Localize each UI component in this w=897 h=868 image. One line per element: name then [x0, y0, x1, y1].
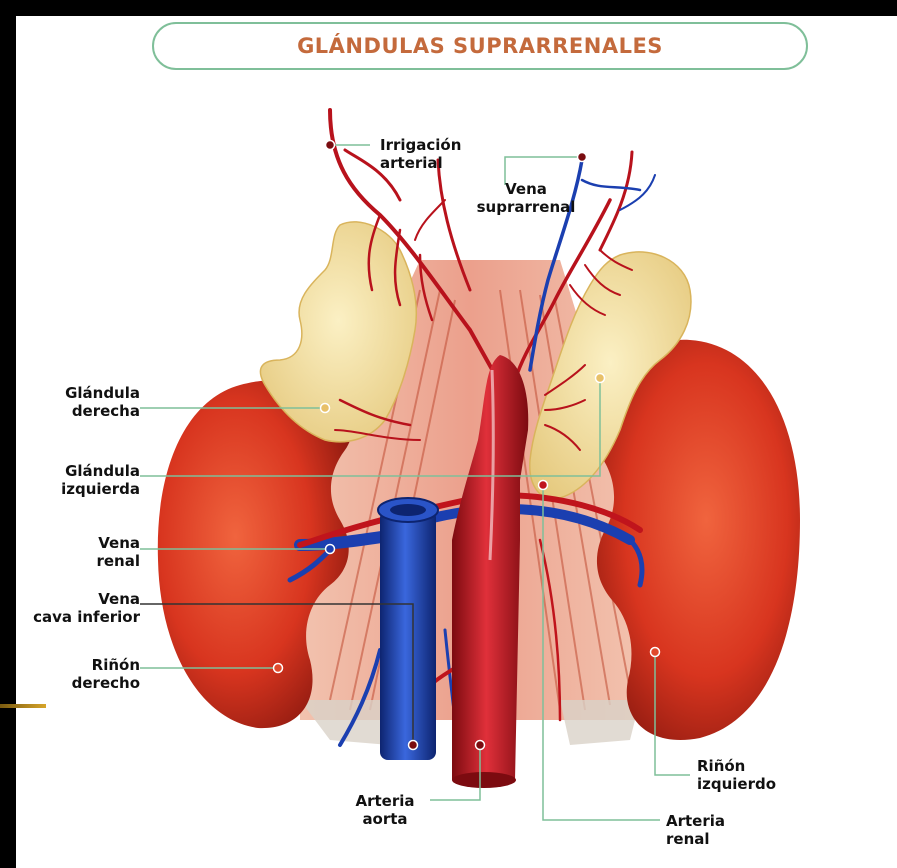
- label-glandula-izquierda: Glándula izquierda: [30, 462, 140, 498]
- label-vena-cava-inferior: Vena cava inferior: [18, 590, 140, 626]
- label-arteria-renal: Arteria renal: [666, 812, 725, 848]
- inferior-vena-cava: [378, 498, 438, 760]
- label-rinon-izquierdo: Riñón izquierdo: [697, 757, 776, 793]
- label-arteria-aorta: Arteria aorta: [340, 792, 430, 828]
- label-vena-renal: Vena renal: [30, 534, 140, 570]
- label-irrigacion-arterial: Irrigación arterial: [380, 136, 461, 172]
- label-rinon-derecho: Riñón derecho: [30, 656, 140, 692]
- label-glandula-derecha: Glándula derecha: [30, 384, 140, 420]
- label-vena-suprarrenal: Vena suprarrenal: [476, 180, 576, 216]
